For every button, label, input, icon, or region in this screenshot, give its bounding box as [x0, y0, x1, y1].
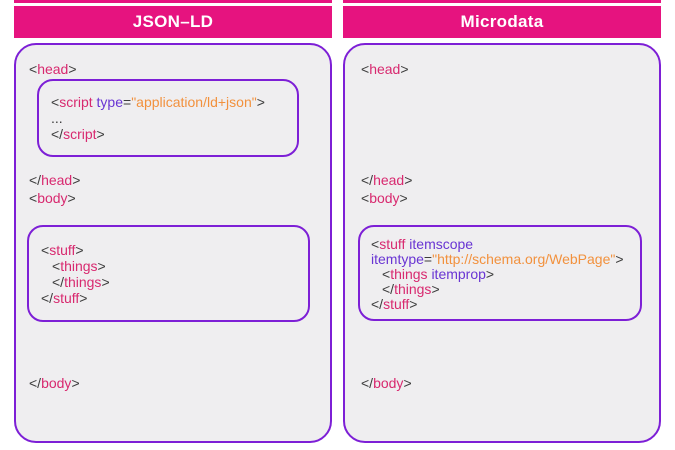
- code-line-body-open: <body>: [361, 190, 408, 206]
- json-ld-column: JSON–LD <head> <script type="application…: [14, 0, 332, 450]
- code-line-things-close: </things>: [382, 281, 440, 297]
- microdata-page-box: <head> </head> <body> <stuff itemscope i…: [343, 43, 661, 443]
- code-line-body-close: </body>: [361, 375, 412, 391]
- json-ld-page-box: <head> <script type="application/ld+json…: [14, 43, 332, 443]
- code-line-things-close: </things>: [52, 274, 110, 290]
- top-accent-strip: [343, 0, 661, 3]
- code-line-things-open: <things>: [52, 258, 106, 274]
- code-line-head-open: <head>: [361, 61, 409, 77]
- stuff-block-box-microdata: <stuff itemscope itemtype="http://schema…: [358, 225, 642, 321]
- code-line-body-close: </body>: [29, 375, 80, 391]
- code-line-itemtype: itemtype="http://schema.org/WebPage">: [371, 251, 624, 267]
- code-line-stuff-itemscope: <stuff itemscope: [371, 236, 474, 252]
- json-ld-title: JSON–LD: [132, 12, 214, 31]
- code-line-script-close: </script>: [51, 126, 105, 142]
- code-line-body-open: <body>: [29, 190, 76, 206]
- code-line-ellipsis: ...: [51, 110, 63, 126]
- microdata-header: Microdata: [343, 6, 661, 38]
- microdata-title: Microdata: [460, 12, 544, 31]
- stuff-block-box-jsonld: <stuff> <things> </things> </stuff>: [27, 225, 310, 322]
- code-line-script-open: <script type="application/ld+json">: [51, 94, 265, 110]
- microdata-column: Microdata <head> </head> <body> <stuff i…: [343, 0, 661, 450]
- script-block-box: <script type="application/ld+json"> ... …: [37, 79, 299, 157]
- code-line-head-open: <head>: [29, 61, 77, 77]
- top-accent-strip: [14, 0, 332, 3]
- code-line-things-itemprop: <things itemprop>: [382, 266, 495, 282]
- code-line-head-close: </head>: [361, 172, 413, 188]
- code-line-stuff-open: <stuff>: [41, 242, 84, 258]
- json-ld-header: JSON–LD: [14, 6, 332, 38]
- code-line-stuff-close: </stuff>: [371, 296, 418, 312]
- code-line-head-close: </head>: [29, 172, 81, 188]
- code-line-stuff-close: </stuff>: [41, 290, 88, 306]
